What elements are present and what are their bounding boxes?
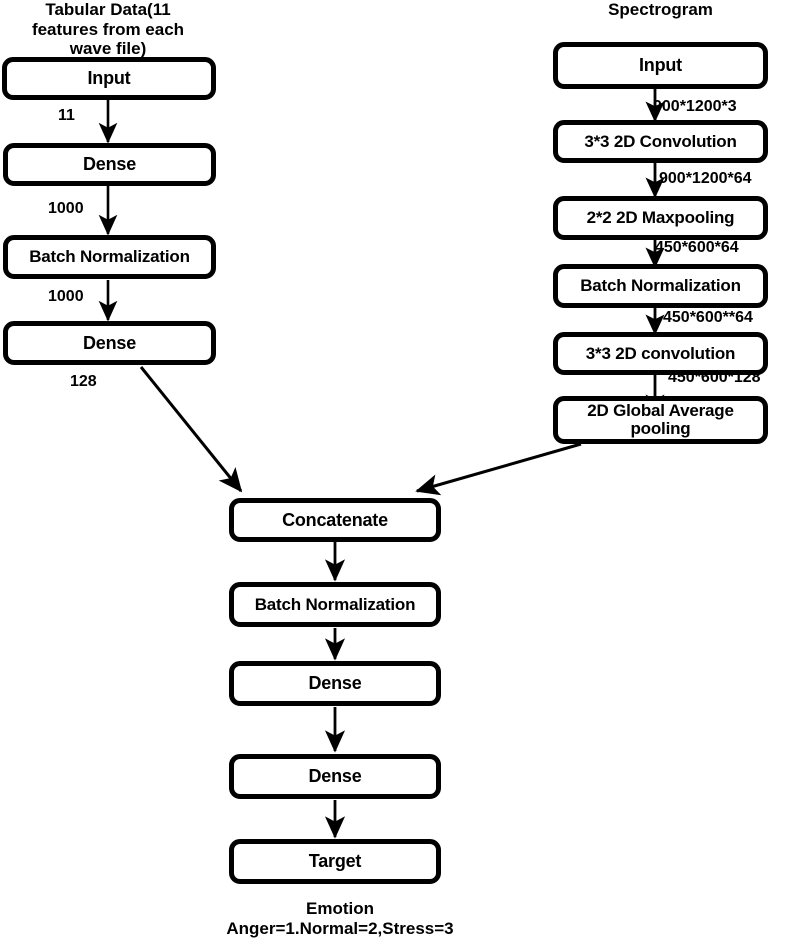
node-label: Dense xyxy=(82,332,137,353)
node-label: Target xyxy=(308,851,362,872)
edge-label-tabular-11: 11 xyxy=(58,107,75,124)
tabular-branch-title: Tabular Data(11 features from each wave … xyxy=(31,0,185,59)
arrow-tabular-to-concat xyxy=(139,366,243,493)
node-spectrogram-conv-2[interactable]: 3*3 2D convolution xyxy=(553,332,768,375)
node-label: Dense xyxy=(82,154,137,175)
node-label: Concatenate xyxy=(282,509,388,530)
node-spectrogram-conv-1[interactable]: 3*3 2D Convolution xyxy=(553,120,768,163)
edge-label-spec-900-1200-3: 900*1200*3 xyxy=(653,98,737,115)
node-label: Input xyxy=(639,55,682,76)
target-legend-caption: Emotion Anger=1.Normal=2,Stress=3 xyxy=(226,899,454,938)
node-merged-dense-2[interactable]: Dense xyxy=(229,754,441,799)
node-spectrogram-maxpooling[interactable]: 2*2 2D Maxpooling xyxy=(553,196,768,240)
node-label: Batch Normalization xyxy=(254,594,416,614)
node-concatenate[interactable]: Concatenate xyxy=(229,498,441,542)
node-label: Batch Normalization xyxy=(580,276,741,296)
node-target[interactable]: Target xyxy=(229,839,441,884)
node-spectrogram-input[interactable]: Input xyxy=(553,42,768,89)
node-label: Dense xyxy=(308,766,362,787)
edge-label-spec-450-600-64-alt: 450*600**64 xyxy=(663,309,753,326)
edge-label-spec-450-600-64: 450*600*64 xyxy=(655,239,739,256)
node-spectrogram-global-average-pooling[interactable]: 2D Global Average pooling xyxy=(553,396,768,444)
node-label: 2*2 2D Maxpooling xyxy=(586,208,735,228)
node-label: 3*3 2D Convolution xyxy=(584,131,737,151)
node-label: Dense xyxy=(308,673,362,694)
edge-label-tabular-1000-a: 1000 xyxy=(48,200,84,217)
edge-label-spec-900-1200-64: 900*1200*64 xyxy=(659,170,752,187)
arrow-spectrogram-to-concat xyxy=(415,442,582,496)
node-spectrogram-batch-normalization[interactable]: Batch Normalization xyxy=(553,264,768,308)
node-merged-dense-1[interactable]: Dense xyxy=(229,661,441,706)
node-tabular-dense-2[interactable]: Dense xyxy=(3,321,216,365)
node-label: 3*3 2D convolution xyxy=(585,343,736,363)
node-label: Input xyxy=(87,68,131,89)
edge-label-tabular-128: 128 xyxy=(70,373,97,390)
node-merged-batch-normalization[interactable]: Batch Normalization xyxy=(229,582,441,627)
node-label: Batch Normalization xyxy=(29,247,190,267)
node-label: 2D Global Average pooling xyxy=(587,401,734,438)
edge-label-spec-450-600-128: 450*600*128 xyxy=(668,369,761,386)
spectrogram-branch-title: Spectrogram xyxy=(608,0,713,19)
node-tabular-dense-1[interactable]: Dense xyxy=(3,143,216,186)
node-tabular-input[interactable]: Input xyxy=(2,57,216,100)
node-tabular-batch-normalization[interactable]: Batch Normalization xyxy=(3,235,216,279)
edge-label-tabular-1000-b: 1000 xyxy=(48,288,84,305)
